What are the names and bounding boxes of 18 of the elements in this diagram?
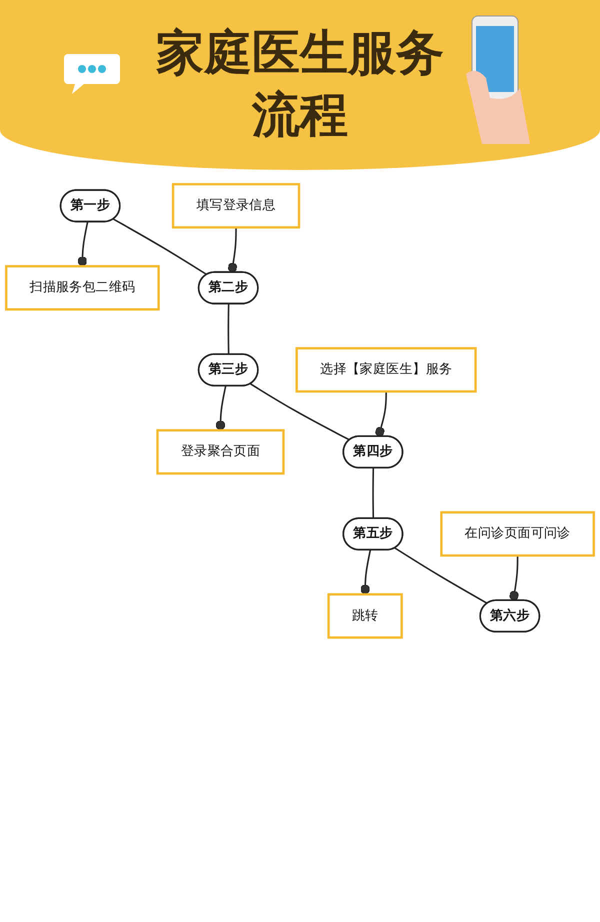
node-box: 扫描服务包二维码 (5, 265, 160, 311)
node-box: 选择【家庭医生】服务 (296, 347, 477, 393)
node-box: 在问诊页面可问诊 (440, 511, 595, 557)
connector (394, 547, 488, 604)
connector (372, 468, 374, 519)
connector (250, 383, 350, 441)
connector (509, 556, 519, 601)
connector (216, 386, 226, 430)
connector (228, 227, 238, 273)
title: 家庭医生服务流程 (155, 24, 445, 145)
connector (78, 222, 88, 266)
node-box: 登录聚合页面 (156, 429, 285, 475)
node-box: 跳转 (327, 593, 403, 639)
connector (228, 304, 230, 355)
node-box: 填写登录信息 (172, 183, 300, 229)
connector (360, 550, 372, 594)
connector (375, 391, 387, 437)
connector (113, 218, 208, 276)
